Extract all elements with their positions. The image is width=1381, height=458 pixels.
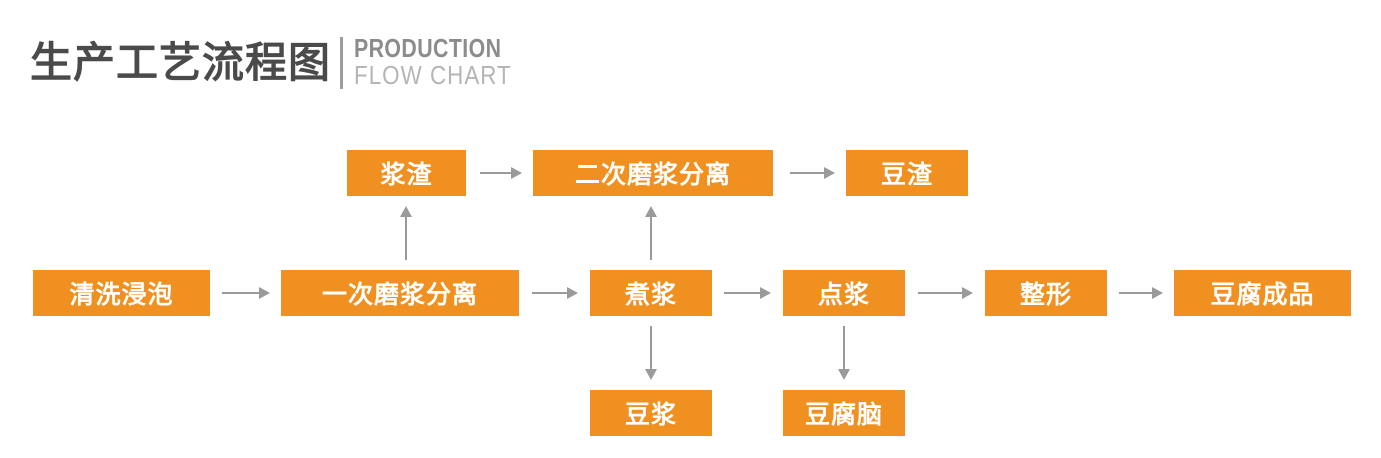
node-tofu-pudding[interactable]: 豆腐脑: [783, 390, 905, 436]
node-second-grinding-separation[interactable]: 二次磨浆分离: [533, 150, 773, 196]
arrow-head: [1152, 287, 1163, 299]
arrow-shaft: [650, 217, 652, 260]
arrow-shaft: [724, 292, 760, 294]
node-boil-soymilk[interactable]: 煮浆: [590, 270, 712, 316]
arrow-boil-to-coagulate: [724, 287, 771, 299]
arrow-head: [838, 369, 850, 380]
node-shaping[interactable]: 整形: [985, 270, 1107, 316]
node-finished-tofu[interactable]: 豆腐成品: [1174, 270, 1351, 316]
arrow-head: [824, 167, 835, 179]
arrow-shaft: [532, 292, 567, 294]
arrow-coagulate-to-tofu-pudding: [838, 326, 850, 380]
arrow-head: [962, 287, 973, 299]
arrow-first-grinding-to-jiangzha: [400, 206, 412, 260]
arrow-shaft: [222, 292, 259, 294]
node-coagulate[interactable]: 点浆: [783, 270, 905, 316]
arrow-shaft: [650, 326, 652, 369]
node-wash-soak[interactable]: 清洗浸泡: [33, 270, 210, 316]
arrow-head: [760, 287, 771, 299]
arrow-wash-to-first-grinding: [222, 287, 270, 299]
arrow-head: [567, 287, 578, 299]
subtitle-line-flow-chart: FLOW CHART: [354, 60, 512, 90]
arrow-shaping-to-finished-tofu: [1119, 287, 1163, 299]
arrow-boil-to-second-grinding: [645, 206, 657, 260]
node-douzha[interactable]: 豆渣: [846, 150, 968, 196]
arrow-head: [259, 287, 270, 299]
arrow-head: [645, 369, 657, 380]
page-subtitle: PRODUCTION FLOW CHART: [354, 35, 537, 92]
node-first-grinding-separation[interactable]: 一次磨浆分离: [281, 270, 519, 316]
arrow-shaft: [405, 217, 407, 260]
arrow-head: [400, 206, 412, 217]
arrow-jiangzha-to-second-grinding: [480, 167, 522, 179]
arrow-boil-to-soymilk: [645, 326, 657, 380]
node-jiangzha[interactable]: 浆渣: [347, 150, 466, 196]
arrow-shaft: [790, 172, 824, 174]
arrow-coagulate-to-shaping: [918, 287, 973, 299]
arrow-first-grinding-to-boil: [532, 287, 578, 299]
arrow-shaft: [480, 172, 511, 174]
arrow-shaft: [1119, 292, 1152, 294]
arrow-shaft: [843, 326, 845, 369]
arrow-head: [511, 167, 522, 179]
arrow-head: [645, 206, 657, 217]
page-title: 生产工艺流程图: [30, 39, 332, 86]
arrow-second-grinding-to-douzha: [790, 167, 835, 179]
title-divider: [340, 37, 344, 89]
node-soymilk[interactable]: 豆浆: [590, 390, 712, 436]
arrow-shaft: [918, 292, 962, 294]
page-header: 生产工艺流程图 PRODUCTION FLOW CHART: [30, 30, 537, 92]
subtitle-line-production: PRODUCTION: [354, 33, 502, 63]
